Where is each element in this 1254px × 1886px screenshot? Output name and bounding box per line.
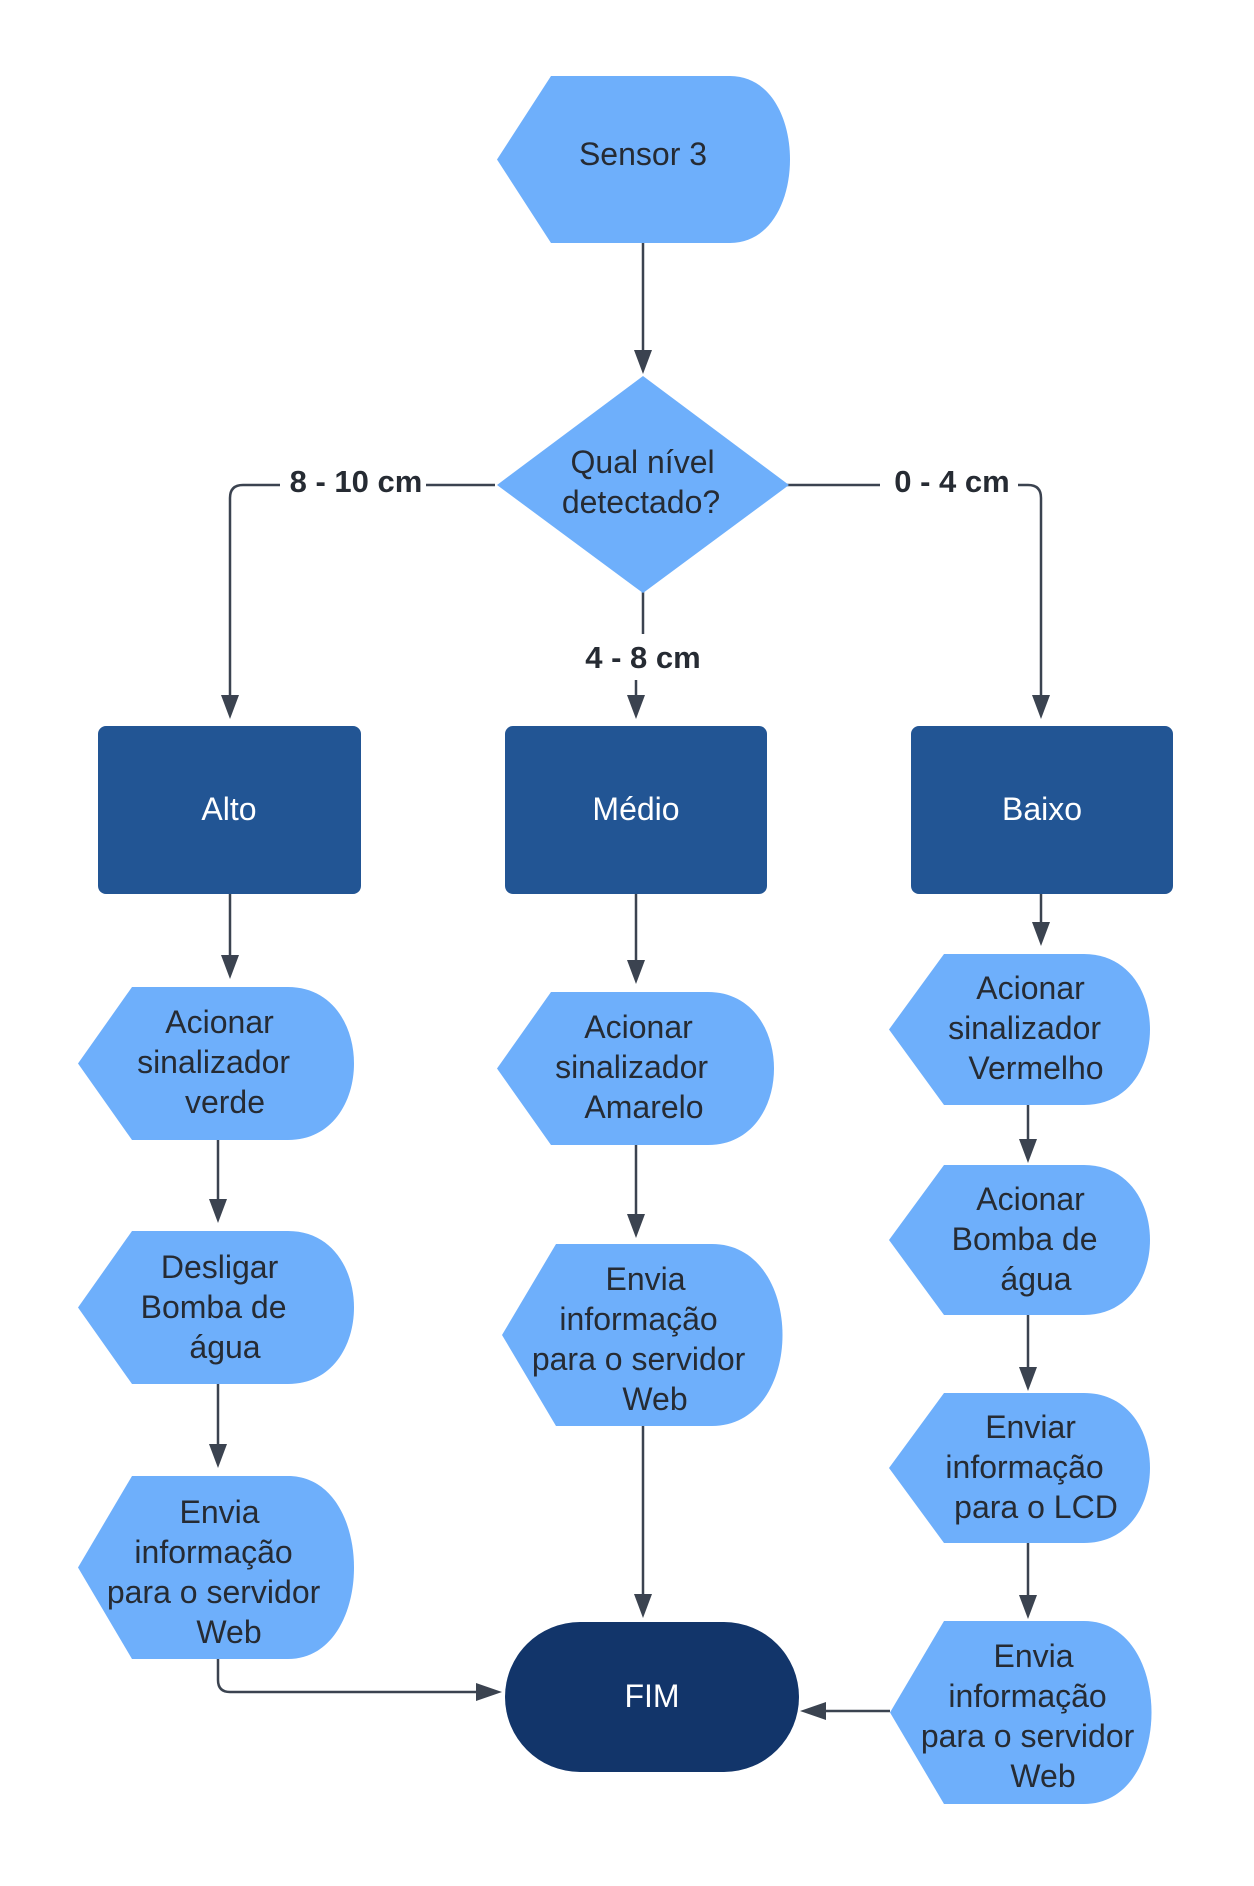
medio-label: Médio	[592, 791, 679, 827]
sensor-node	[497, 76, 790, 243]
label-line: Bomba de	[141, 1289, 287, 1325]
desligar-label: Desligar Bomba de água	[141, 1249, 296, 1365]
amarelo-label: Acionar sinalizador Amarelo	[555, 1009, 717, 1125]
envia-left-label: Envia informação para o servidor Web	[107, 1494, 329, 1650]
label-line: verde	[185, 1084, 265, 1120]
label-line: informação	[134, 1534, 292, 1570]
arrowhead	[1019, 1139, 1037, 1163]
label-line: detectado?	[562, 484, 720, 520]
label-line: Alto	[201, 791, 256, 827]
edge-envia-left-fim	[216, 1659, 476, 1694]
vermelho-node	[889, 954, 1150, 1105]
arrowhead	[209, 1444, 227, 1468]
label-line: Qual nível	[571, 444, 715, 480]
label-line: para o LCD	[954, 1489, 1118, 1525]
arrowhead	[1019, 1367, 1037, 1391]
fim-label: FIM	[624, 1678, 679, 1714]
alto-label: Alto	[201, 791, 256, 827]
arrowhead	[627, 695, 645, 719]
arrowhead	[209, 1199, 227, 1223]
label-line: Desligar	[161, 1249, 279, 1285]
label-line: Acionar	[165, 1004, 274, 1040]
label-line: informação	[945, 1449, 1103, 1485]
label-line: sinalizador	[555, 1049, 708, 1085]
label-line: Baixo	[1002, 791, 1082, 827]
label-line: Envia	[606, 1261, 686, 1297]
amarelo-node	[497, 992, 774, 1145]
arrowhead	[634, 1594, 652, 1618]
arrowhead	[627, 1214, 645, 1238]
label-line: água	[1000, 1261, 1071, 1297]
arrowhead	[800, 1702, 826, 1720]
arrowhead	[1019, 1595, 1037, 1619]
envia-left-node	[78, 1476, 354, 1659]
arrowhead	[221, 955, 239, 979]
lcd-node	[889, 1393, 1150, 1543]
verde-node	[78, 987, 354, 1140]
decision-node	[497, 376, 789, 593]
arrowhead	[1032, 695, 1050, 719]
edge-decision-medio	[634, 591, 645, 695]
label-line: para o servidor	[532, 1341, 746, 1377]
label-line: Sensor 3	[579, 136, 707, 172]
envia-right-node	[890, 1621, 1152, 1804]
label-line: sinalizador	[948, 1010, 1101, 1046]
envia-mid-label: Envia informação para o servidor Web	[532, 1261, 754, 1417]
label-line: Amarelo	[584, 1089, 703, 1125]
label-line: Enviar	[985, 1409, 1076, 1445]
sensor-label: Sensor 3	[579, 136, 707, 172]
label-line: água	[189, 1329, 260, 1365]
label-line: informação	[948, 1678, 1106, 1714]
label-line: Web	[196, 1614, 261, 1650]
edge-label-4-8: 4 - 8 cm	[585, 640, 700, 675]
label-line: Acionar	[976, 970, 1085, 1006]
label-line: para o servidor	[107, 1574, 321, 1610]
acionar-bomba-label: Acionar Bomba de água	[952, 1181, 1107, 1297]
vermelho-label: Acionar sinalizador Vermelho	[948, 970, 1110, 1086]
label-line: FIM	[624, 1678, 679, 1714]
alto-node	[98, 726, 361, 894]
label-line: informação	[559, 1301, 717, 1337]
desligar-node	[78, 1231, 354, 1384]
edge-label-8-10: 8 - 10 cm	[290, 464, 423, 499]
label-line: Médio	[592, 791, 679, 827]
edge-decision-alto	[228, 483, 495, 695]
label-line: Acionar	[584, 1009, 693, 1045]
arrowhead	[634, 350, 652, 374]
envia-mid-node	[502, 1244, 783, 1426]
label-line: para o servidor	[921, 1718, 1135, 1754]
label-line: Envia	[180, 1494, 260, 1530]
arrowhead	[1032, 922, 1050, 946]
envia-right-label: Envia informação para o servidor Web	[921, 1638, 1143, 1794]
arrowhead	[627, 960, 645, 984]
baixo-label: Baixo	[1002, 791, 1082, 827]
label-line: Web	[622, 1381, 687, 1417]
edge-decision-baixo	[787, 483, 1043, 695]
lcd-label: Enviar informação para o LCD	[945, 1409, 1117, 1525]
verde-label: Acionar sinalizador verde	[137, 1004, 299, 1120]
fim-node	[505, 1622, 799, 1772]
medio-node	[505, 726, 767, 894]
label-line: Vermelho	[968, 1050, 1103, 1086]
arrowhead	[476, 1683, 502, 1701]
decision-label: Qual nível detectado?	[562, 444, 724, 520]
baixo-node	[911, 726, 1173, 894]
label-line: Bomba de	[952, 1221, 1098, 1257]
acionar-bomba-node	[889, 1165, 1150, 1315]
label-line: Envia	[994, 1638, 1074, 1674]
connectors	[209, 243, 1050, 1720]
arrowhead	[221, 695, 239, 719]
label-line: sinalizador	[137, 1044, 290, 1080]
edge-label-0-4: 0 - 4 cm	[894, 464, 1009, 499]
label-line: Acionar	[976, 1181, 1085, 1217]
label-line: Web	[1010, 1758, 1075, 1794]
